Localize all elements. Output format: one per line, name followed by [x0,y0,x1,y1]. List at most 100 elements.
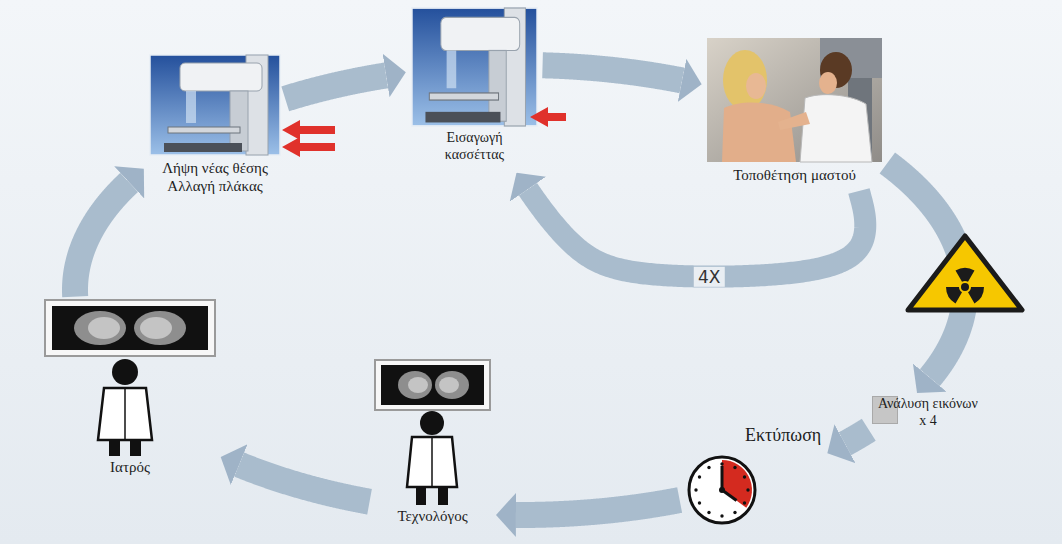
clock-symbol-part [719,487,725,493]
clock-symbol-part [743,501,746,504]
picture-area [707,38,882,162]
radiation-symbol-part [961,283,969,291]
technologist-figure-part [438,487,448,505]
doctor-monitor-part [74,311,126,345]
mammograph-picture-part [425,112,500,123]
technologist-monitor-part [408,377,428,393]
positioning-photo-part [778,112,810,130]
positioning-photo-part [723,50,767,110]
mammograph-picture-part [168,127,240,133]
cycle-arrow [845,430,869,444]
mammograph-picture-part [412,8,537,126]
doctor-figure-part [109,440,120,456]
doctor-monitor [45,300,215,356]
positioning-photo-part [800,95,872,162]
red-arrow [282,137,335,157]
process-step: Λήψη νέας θέσης Αλλαγή πλάκας [148,55,282,199]
doctor-figure-part [130,440,141,456]
process-step: Τεχνολόγος [373,360,492,529]
process-step: Εκτύπωση [683,425,823,529]
process-step: Τοποθέτηση μαστού [705,38,884,188]
positioning-photo [707,38,882,162]
technologist-monitor-part [375,360,490,410]
doctor-monitor-part [140,317,172,339]
node-caption: Ιατρός [45,458,215,476]
cycle-arrow [516,500,680,515]
technologist-monitor-part [439,377,459,393]
technologist-monitor-part [435,371,469,399]
red-arrow [282,120,335,140]
doctor-figure [98,359,152,456]
node-caption: Λήψη νέας θέσης Αλλαγή πλάκας [151,159,279,195]
clock-symbol-part [707,466,710,469]
radiation-symbol-part [946,287,962,303]
doctor-monitor-part [134,311,186,345]
mammograph-picture-part [429,93,498,100]
technologist-figure-part [407,437,457,487]
node-caption: Τοποθέτηση μαστού [707,166,882,184]
technologist-figure-part [416,487,426,505]
mammograph-picture-part [441,17,520,50]
mammograph-picture-part [447,50,457,88]
process-box: Ανάλυση εικόνων x 4 [872,396,984,434]
doctor-monitor-part [52,306,208,350]
node-caption: Ανάλυση εικόνων x 4 [874,396,982,430]
mammograph-picture-part [150,55,280,155]
cycle-arrow [75,182,129,296]
doctor-figure-part [98,388,152,440]
cycle-arrow [239,465,369,502]
clock-symbol-part [720,514,723,517]
clock-symbol-part [733,466,736,469]
mammograph-picture [412,8,537,126]
positioning-photo-part [819,72,837,94]
clock-symbol-part [733,511,736,514]
clock-symbol-part [746,488,749,491]
technologist-figure-part [431,437,433,487]
doctor-figure-part [124,388,126,440]
clock-symbol-part [722,460,752,508]
picture-area [45,300,215,458]
mammograph-picture-part [230,91,248,151]
picture-area [375,360,490,507]
clock-symbol-part [689,457,755,523]
node-caption: Εκτύπωση [745,425,821,447]
mammograph-picture-part [489,50,506,121]
positioning-photo-part [722,102,796,162]
picture-area [150,55,280,155]
mammograph-picture-part [164,143,242,152]
doctor-figure-part [112,359,138,385]
clock-symbol-part [694,488,697,491]
positioning-photo-part [746,73,766,99]
cycle-arrow [528,189,865,276]
mammograph-picture-part [186,91,196,123]
process-step: Ιατρός [43,300,217,480]
clock-symbol-part [698,475,701,478]
radiation-symbol [908,236,1022,310]
clock-symbol-part [720,462,723,465]
mammograph-picture-part [180,63,262,91]
clock-symbol-part [743,475,746,478]
red-arrow [530,107,566,127]
positioning-photo-part [707,38,882,162]
clock-symbol-part [707,511,710,514]
technologist-monitor-part [398,371,432,399]
radiation-symbol-part [908,236,1022,310]
node-caption: Τεχνολόγος [375,507,490,525]
picture-area [412,8,537,126]
radiation-symbol-part [956,268,975,282]
node-caption: Εισαγωγή κασσέττας [438,130,511,164]
clock-symbol [689,457,755,523]
mammograph-picture [150,55,280,155]
technologist-monitor-part [381,365,484,405]
technologist-monitor [375,360,490,410]
process-step: Εισαγωγή κασσέττας [410,8,539,168]
technologist-figure-part [420,411,444,435]
cycle-arrow [543,65,682,80]
radiation-symbol-part [968,287,984,303]
picture-area [685,447,761,525]
doctor-monitor-part [88,317,120,339]
edge-label: 4X [694,266,724,286]
cycle-arrow [285,75,386,98]
